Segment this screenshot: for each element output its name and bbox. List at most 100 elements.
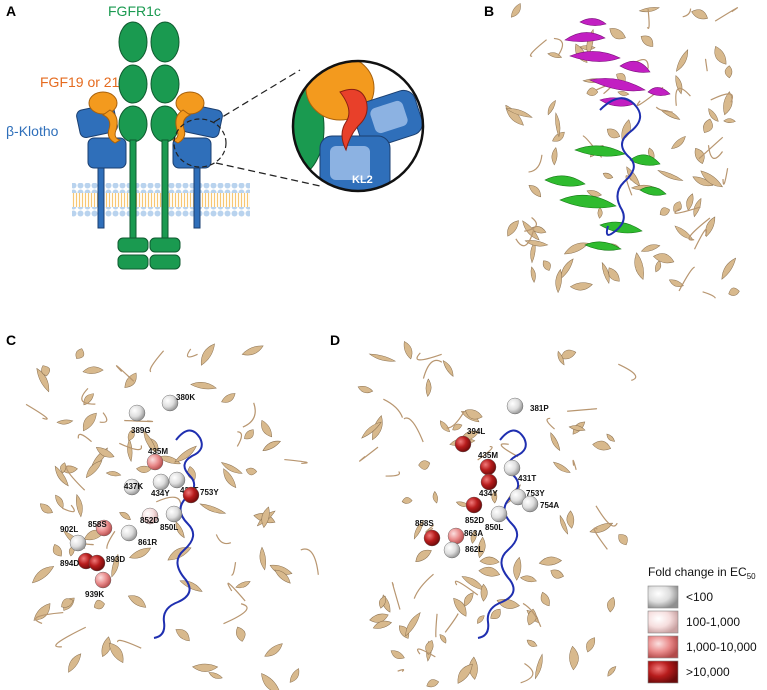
panel-label-d: D <box>330 332 340 348</box>
residue-label: 858S <box>415 519 434 528</box>
loop-ribbon <box>236 431 243 447</box>
loop-ribbon <box>284 458 308 464</box>
residue-sphere <box>94 571 112 589</box>
loop-ribbon <box>231 562 237 576</box>
legend-swatch <box>647 660 679 684</box>
loop-ribbon <box>546 417 555 430</box>
loop-ribbon <box>567 408 597 412</box>
helix-ribbon <box>653 253 675 264</box>
loop-ribbon <box>403 417 424 443</box>
residue-label: 434Y <box>479 489 498 498</box>
helix-ribbon <box>82 366 104 374</box>
loop-ribbon <box>515 229 535 247</box>
loop-ribbon <box>81 387 96 405</box>
helix-ribbon <box>136 465 153 473</box>
helix-ribbon <box>221 393 236 403</box>
helix-ribbon <box>560 349 577 360</box>
helix-ribbon <box>657 169 684 181</box>
loop-ribbon <box>385 471 401 477</box>
helix-ribbon <box>357 386 374 394</box>
helix-ribbon <box>513 556 522 581</box>
residue-label: 380K <box>176 393 195 402</box>
loop-ribbon <box>678 266 695 292</box>
residue-label: 437K <box>124 482 143 491</box>
helix-ribbon <box>557 350 565 366</box>
loop-ribbon <box>675 87 691 106</box>
loop-ribbon <box>707 145 724 159</box>
helix-ribbon <box>617 91 630 96</box>
residue-label: 863A <box>464 529 483 538</box>
helix-ribbon <box>526 639 538 647</box>
helix-ribbon <box>111 553 120 578</box>
helix-ribbon <box>708 108 719 122</box>
helix-ribbon <box>586 190 602 197</box>
helix-ribbon <box>691 9 708 20</box>
loop-ribbon <box>500 443 519 458</box>
loop-ribbon <box>477 446 493 461</box>
kl1-label: KL1 <box>392 143 413 155</box>
loop-ribbon <box>383 398 404 418</box>
loop-ribbon <box>553 37 564 56</box>
helix-ribbon <box>220 462 243 474</box>
klotho-label: β-Klotho <box>6 123 59 139</box>
helix-ribbon <box>127 595 147 608</box>
residue-label: 394L <box>467 427 485 436</box>
helix-ribbon <box>728 287 740 296</box>
fgfr1c-dimer <box>117 21 181 270</box>
helix-ribbon <box>403 341 413 360</box>
loop-ribbon <box>444 613 459 633</box>
helix-ribbon <box>425 639 434 655</box>
helix-ribbon <box>75 348 85 359</box>
helix-ribbon <box>714 45 727 65</box>
helix-ribbon <box>143 430 158 454</box>
helix-ribbon <box>244 429 254 440</box>
residue-label: 893D <box>106 555 125 564</box>
loop-ribbon <box>702 291 716 299</box>
helix-ribbon <box>439 634 447 644</box>
fgf-label: FGF19 or 21 <box>40 74 120 90</box>
residue-label: 753Y <box>526 489 545 498</box>
residue-label: 939K <box>85 590 104 599</box>
loop-ribbon <box>704 58 708 72</box>
residue-sphere <box>123 478 141 496</box>
helix-ribbon <box>569 645 579 671</box>
helix-ribbon <box>85 460 103 479</box>
helix-ribbon <box>550 432 561 452</box>
helix-ribbon <box>368 353 397 362</box>
structure-b-kl2 <box>544 145 667 251</box>
helix-ribbon <box>563 242 589 255</box>
loop-ribbon <box>227 582 246 602</box>
helix-ribbon <box>528 185 542 198</box>
structure-d-protein <box>357 341 637 688</box>
helix-ribbon <box>607 596 616 613</box>
helix-ribbon <box>550 569 564 579</box>
helix-ribbon <box>491 490 498 504</box>
loop-ribbon <box>528 154 543 173</box>
loop-ribbon <box>391 581 401 610</box>
loop-ribbon <box>618 363 637 381</box>
loop-ribbon <box>446 411 465 429</box>
legend-label: <100 <box>686 590 713 604</box>
helix-ribbon <box>442 360 454 377</box>
loop-ribbon <box>454 580 479 596</box>
residue-sphere <box>161 394 179 412</box>
loop-ribbon <box>300 548 319 575</box>
helix-ribbon <box>551 147 558 166</box>
helix-ribbon <box>606 433 616 442</box>
helix-ribbon <box>455 501 470 507</box>
helix-ribbon <box>519 575 537 583</box>
helix-ribbon <box>606 128 621 139</box>
legend-title: Fold change in EC50 <box>648 565 756 581</box>
loop-ribbon <box>524 217 537 232</box>
panel-label-c: C <box>6 332 16 348</box>
helix-ribbon <box>457 663 473 684</box>
helix-ribbon <box>261 673 281 690</box>
helix-ribbon <box>659 207 670 216</box>
helix-ribbon <box>530 266 536 283</box>
helix-ribbon <box>477 536 486 559</box>
loop-ribbon <box>223 603 248 625</box>
helix-ribbon <box>724 65 733 79</box>
residue-label: 754A <box>540 501 559 510</box>
helix-ribbon <box>686 193 694 211</box>
residue-label: 431T <box>518 474 536 483</box>
